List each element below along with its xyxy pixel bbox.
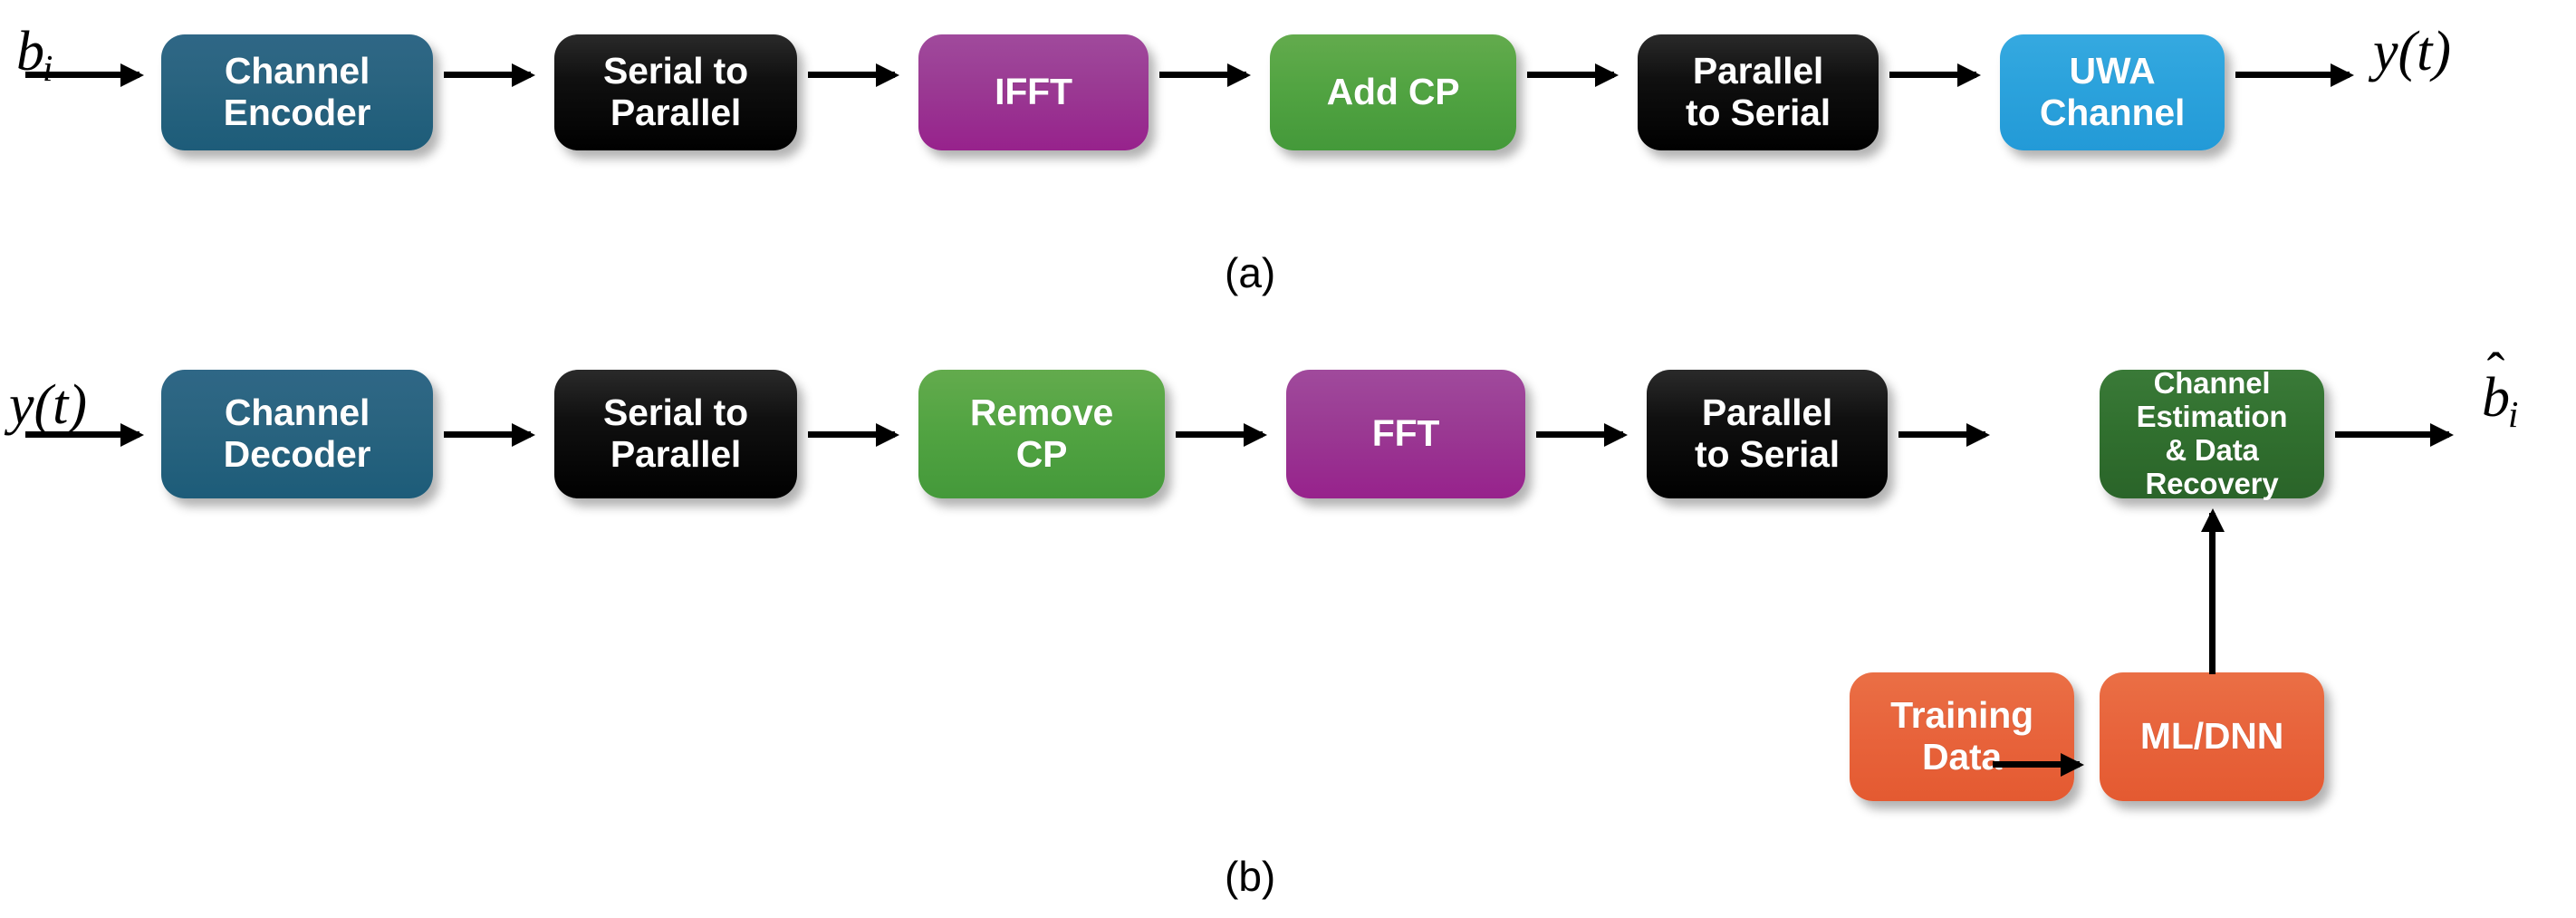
arrow-ml-dnn-to-channel-estimation (2209, 513, 2216, 674)
panel-a-output-label: y(t) (2373, 20, 2451, 84)
arrow-uwa-channel-to-output (2235, 72, 2350, 78)
block-ifft-label: IFFT (995, 71, 1072, 113)
block-fft[interactable]: FFT (1286, 370, 1525, 498)
block-a-serial-to-parallel[interactable]: Serial to Parallel (554, 34, 797, 150)
panel-b-output-label: ̂bi (2482, 366, 2518, 436)
block-channel-estimation[interactable]: Channel Estimation & Data Recovery (2100, 366, 2324, 500)
arrow-training-data-to-ml-dnn (1993, 761, 2080, 768)
arrow-channel-encoder-to-s2p (444, 72, 531, 78)
panel-b-caption: (b) (1225, 853, 1276, 900)
arrow-add-cp-to-p2s (1527, 72, 1614, 78)
panel-b-input-text: y(t) (9, 374, 88, 436)
block-channel-encoder-label: Channel Encoder (223, 50, 371, 133)
block-remove-cp-label: Remove CP (969, 391, 1114, 475)
block-training-data[interactable]: Training Data (1850, 672, 2074, 801)
panel-a-input-label: bi (16, 20, 53, 90)
block-channel-encoder[interactable]: Channel Encoder (161, 34, 433, 150)
arrow-input-to-channel-decoder (25, 431, 139, 438)
block-b-serial-to-parallel-label: Serial to Parallel (603, 391, 748, 475)
block-ml-dnn[interactable]: ML/DNN (2100, 672, 2324, 801)
block-fft-label: FFT (1371, 412, 1440, 455)
panel-b-output-base: b (2482, 367, 2510, 429)
block-channel-decoder-label: Channel Decoder (223, 391, 371, 475)
block-ml-dnn-label: ML/DNN (2139, 715, 2284, 758)
panel-a-output-text: y(t) (2373, 21, 2452, 82)
arrow-s2p-to-remove-cp (808, 431, 895, 438)
block-b-parallel-to-serial-label: Parallel to Serial (1695, 391, 1840, 475)
block-ifft[interactable]: IFFT (918, 34, 1149, 150)
block-uwa-channel[interactable]: UWA Channel (2000, 34, 2225, 150)
block-a-parallel-to-serial[interactable]: Parallel to Serial (1638, 34, 1879, 150)
block-a-parallel-to-serial-label: Parallel to Serial (1686, 50, 1831, 133)
arrow-remove-cp-to-fft (1176, 431, 1263, 438)
panel-a-input-sub: i (43, 48, 53, 90)
panel-b-output-sub: i (2508, 394, 2519, 436)
block-uwa-channel-label: UWA Channel (2039, 50, 2186, 133)
block-b-parallel-to-serial[interactable]: Parallel to Serial (1647, 370, 1888, 498)
arrow-p2s-to-channel-estimation (1898, 431, 1985, 438)
block-training-data-label: Training Data (1890, 694, 2033, 778)
block-add-cp[interactable]: Add CP (1270, 34, 1516, 150)
arrow-fft-to-p2s (1536, 431, 1623, 438)
block-b-serial-to-parallel[interactable]: Serial to Parallel (554, 370, 797, 498)
panel-b-output-hatwrap: ̂b (2482, 366, 2510, 430)
arrow-s2p-to-ifft (808, 72, 895, 78)
block-a-serial-to-parallel-label: Serial to Parallel (603, 50, 748, 133)
panel-a-caption: (a) (1225, 249, 1276, 296)
block-channel-decoder[interactable]: Channel Decoder (161, 370, 433, 498)
arrow-channel-decoder-to-s2p (444, 431, 531, 438)
arrow-p2s-to-uwa-channel (1889, 72, 1976, 78)
block-remove-cp[interactable]: Remove CP (918, 370, 1165, 498)
block-channel-estimation-label: Channel Estimation & Data Recovery (2136, 366, 2288, 500)
panel-b-input-label: y(t) (9, 373, 87, 438)
arrow-ifft-to-add-cp (1159, 72, 1246, 78)
arrow-input-to-channel-encoder (25, 72, 139, 78)
arrow-channel-estimation-to-output (2335, 431, 2449, 438)
block-add-cp-label: Add CP (1326, 71, 1460, 113)
